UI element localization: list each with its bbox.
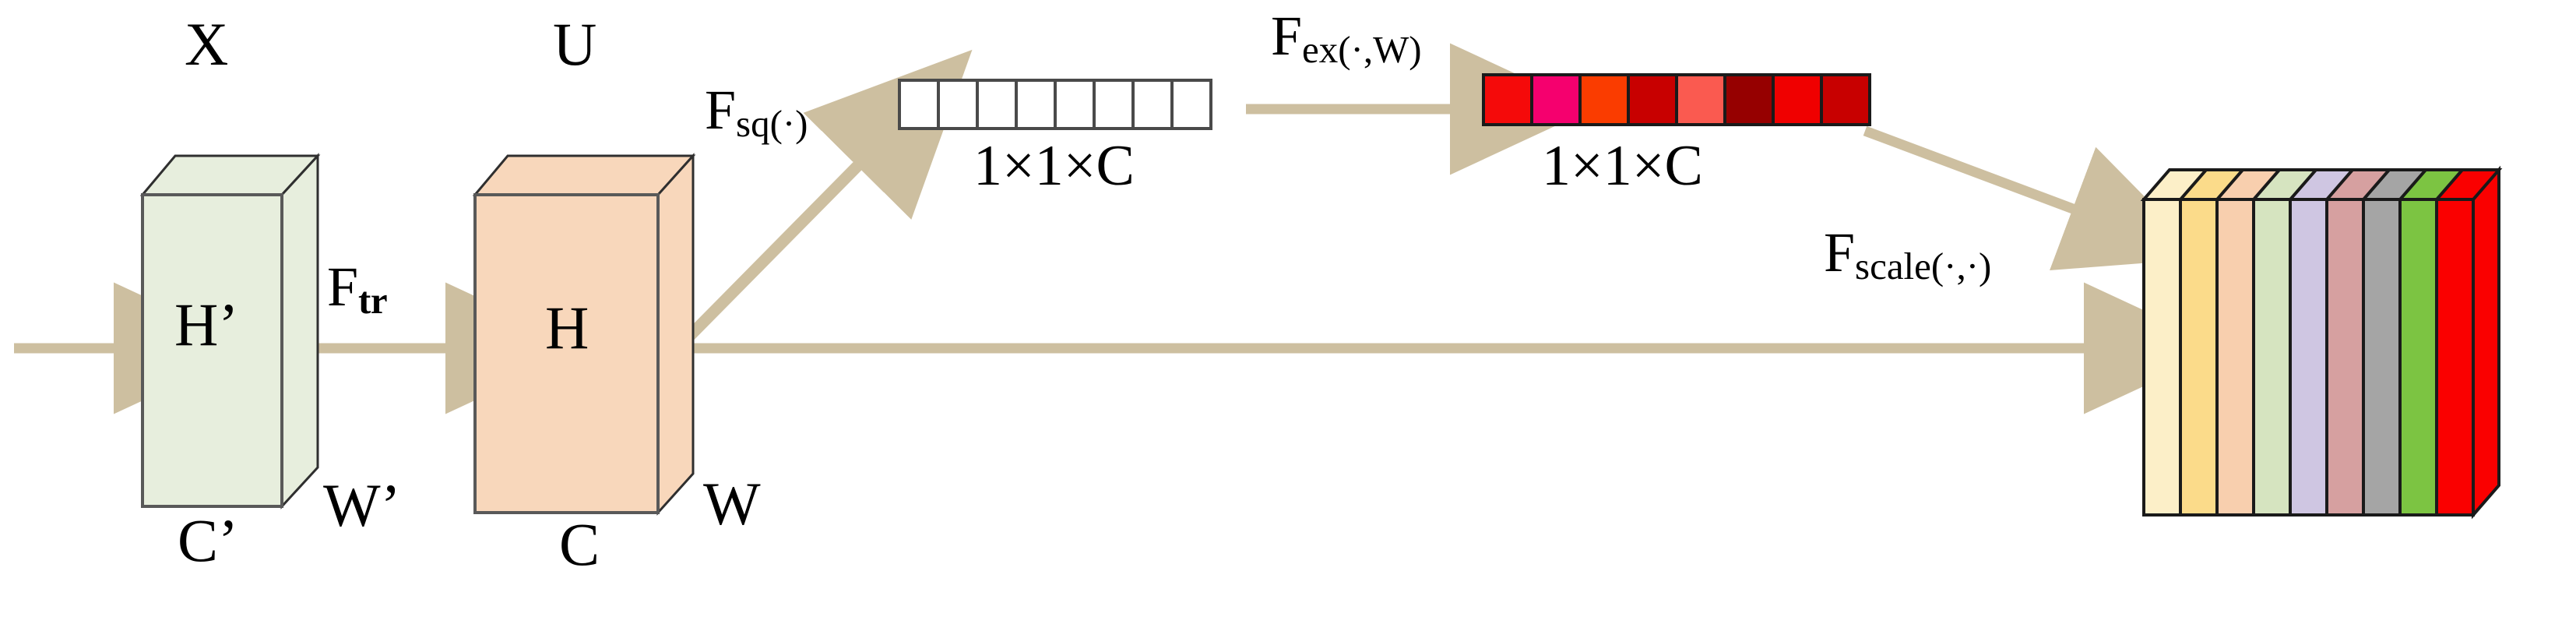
squeeze-cell [1093,79,1135,130]
squeeze-cell [976,79,1018,130]
label-F-tr-sub: tr [358,278,388,322]
output-slice-front-face [2398,198,2438,517]
output-slice-front-face [2362,198,2402,517]
label-F-ex: Fex(·,W) [1271,5,1422,69]
transformed-block-U [472,153,696,516]
label-U: U [553,10,597,78]
label-excite-dims: 1×1×C [1542,134,1703,198]
excitation-vector [1482,73,1871,126]
squeeze-cell [1170,79,1212,130]
squeeze-cell [1015,79,1057,130]
label-X: X [185,10,229,78]
output-slice-front-face [2325,198,2365,517]
squeeze-cell [1054,79,1096,130]
squeeze-vector [898,79,1212,130]
output-slice-front-face [2215,198,2255,517]
excitation-cell [1675,73,1726,126]
fsq-arrow [684,49,973,341]
label-F-sq-main: F [705,79,737,141]
output-slice-front-face [2435,198,2475,517]
label-F-sq-sub: sq(·) [736,101,808,145]
label-C: C [559,510,600,578]
label-F-tr: Ftr [327,256,388,319]
squeeze-cell [898,79,940,130]
label-F-ex-main: F [1271,5,1303,67]
label-squeeze-dims: 1×1×C [973,134,1135,198]
squeeze-cell [1131,79,1174,130]
output-slice-front-face [2179,198,2219,517]
label-W: W [703,470,761,538]
label-C-prime: C’ [178,506,238,574]
output-slice-front-face [2252,198,2292,517]
input-block-side-face [280,153,319,509]
excitation-cell [1772,73,1823,126]
label-F-scale: Fscale(·,·) [1824,224,1991,285]
label-F-scale-main: F [1824,221,1856,284]
excitation-cell [1530,73,1582,126]
label-F-tr-main: F [327,256,359,318]
excitation-cell [1627,73,1678,126]
excitation-cell [1820,73,1871,126]
squeeze-cell [937,79,979,130]
output-slice-front-face [2142,198,2182,517]
input-block-X [139,153,321,509]
label-W-prime: W’ [323,471,401,539]
excitation-cell [1482,73,1533,126]
transformed-block-top-face [472,154,696,196]
transformed-block-side-face [656,153,695,516]
output-slice-side-face [2472,165,2500,520]
output-slice-front-face [2289,198,2328,517]
label-F-sq: Fsq(·) [705,79,808,143]
arrow-group [14,43,2226,414]
excitation-cell [1723,73,1775,126]
label-F-ex-sub: ex(·,W) [1302,27,1422,71]
excitation-cell [1578,73,1630,126]
label-F-scale-sub: scale(·,·) [1855,244,1992,287]
label-H: H [545,294,589,361]
fscale-diagonal-arrow [1863,125,2206,271]
label-H-prime: H’ [174,291,239,358]
transformed-block-front-face [473,193,660,514]
input-block-front-face [141,193,283,508]
output-stack [2140,165,2503,520]
